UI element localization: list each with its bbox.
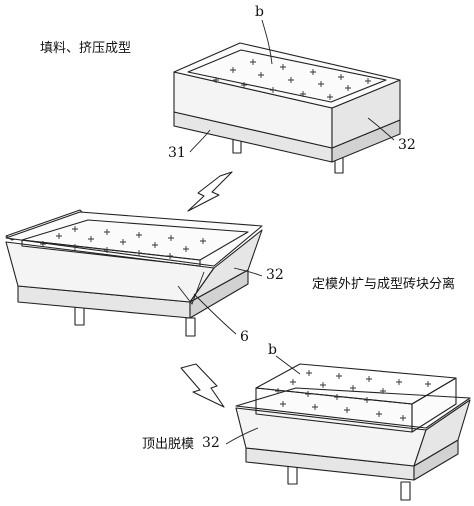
leader-32-top [367, 117, 395, 141]
leader-31 [189, 129, 211, 153]
stage3-leg-front [400, 481, 411, 501]
callout-32-mid: 32 [266, 267, 284, 283]
leader-b-top [261, 19, 273, 65]
stage2-leg-front [185, 317, 196, 337]
callout-6: 6 [240, 329, 249, 345]
leader-6 [193, 293, 237, 335]
stage3-wall-side [413, 399, 471, 467]
arrow-step2-to-step3 [180, 363, 225, 408]
callout-31: 31 [168, 145, 186, 161]
stage3-mold [235, 363, 471, 501]
callout-32-top: 32 [398, 137, 416, 153]
leader-32-bottom [225, 427, 259, 445]
stage3-brick-top [255, 363, 457, 405]
callout-32-bottom: 32 [202, 435, 220, 451]
stage2-mold [5, 209, 263, 337]
stage3-leg-back [287, 465, 298, 485]
step1-caption: 填料、挤压成型 [40, 41, 132, 56]
stage1-brick-top [187, 49, 387, 103]
stage1-brick-pattern [213, 59, 371, 100]
step3-caption: 顶出脱模 [142, 437, 195, 452]
callout-b-top: b [255, 4, 264, 20]
leader-b-bottom [275, 355, 301, 375]
callout-b-bottom: b [268, 342, 277, 358]
stage2-wall-side [189, 229, 263, 303]
stage2-brick-pattern [40, 226, 206, 259]
step2-caption: 定模外扩与成型砖块分离 [312, 277, 456, 292]
arrow-step1-to-step2 [187, 171, 233, 212]
stage1-mold [173, 42, 401, 174]
leader-32-mid [233, 267, 263, 277]
stage3-brick-pattern [275, 370, 431, 421]
stage1-rim [173, 42, 401, 109]
